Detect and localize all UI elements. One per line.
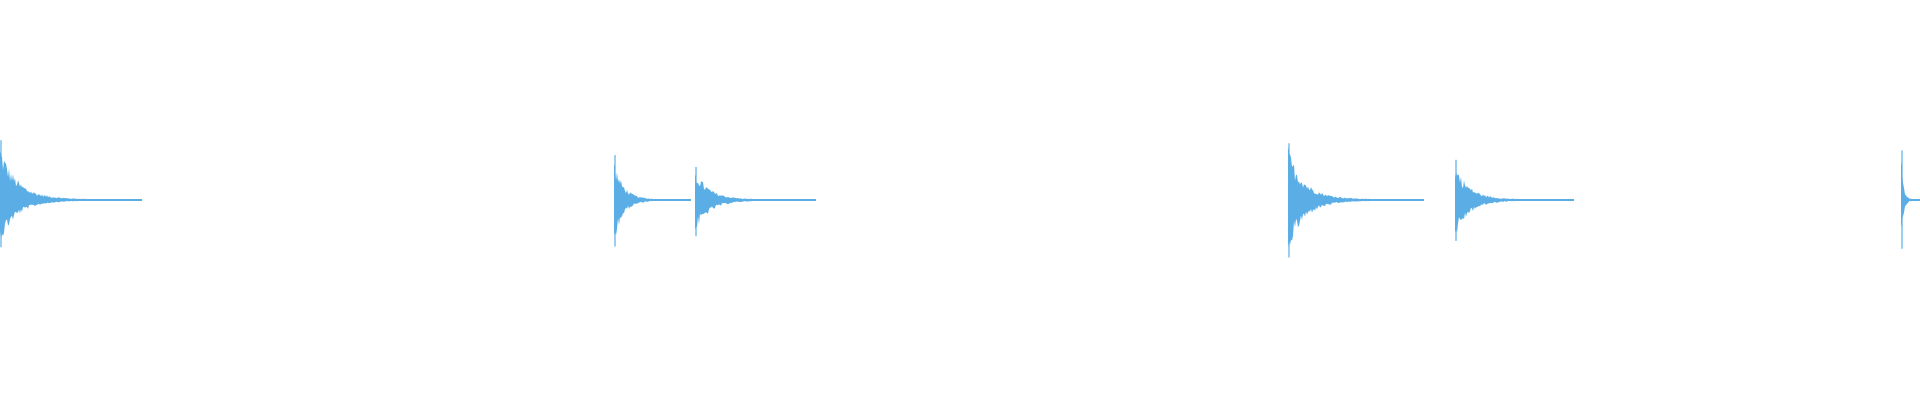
waveform-event: [614, 155, 691, 247]
waveform-events: [0, 140, 1920, 258]
waveform-event: [1288, 143, 1424, 258]
waveform-envelope: [1455, 169, 1574, 233]
waveform-event: [695, 166, 816, 237]
waveform-envelope: [1901, 161, 1920, 227]
waveform-event: [1455, 159, 1574, 241]
waveform-event: [1901, 150, 1920, 249]
waveform-event: [0, 140, 142, 248]
waveform-envelope: [695, 174, 816, 230]
waveform-envelope: [0, 151, 142, 243]
waveform-envelope: [1288, 146, 1424, 248]
